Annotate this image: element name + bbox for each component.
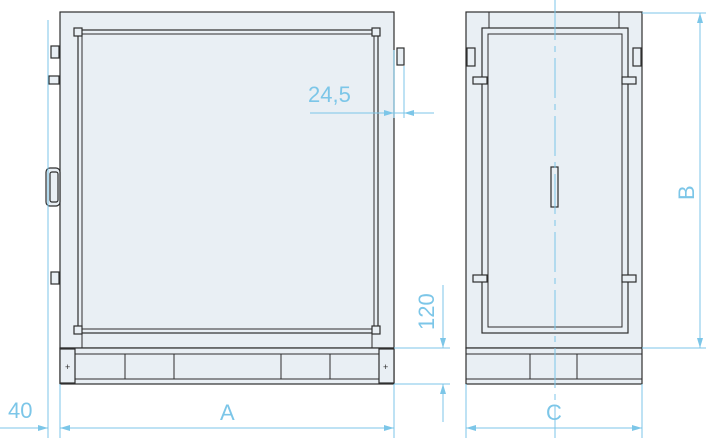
lock-icon (632, 47, 642, 67)
dimensions: 40 A 24,5 120 B C (0, 12, 706, 438)
hinge-icon (472, 76, 488, 85)
hinge-icon (50, 45, 60, 59)
front-door (77, 29, 379, 334)
hinge-icon (472, 274, 488, 283)
corner-block (73, 325, 83, 335)
dim-24-5: 24,5 (308, 82, 351, 107)
side-view (465, 0, 643, 438)
bracket-icon (396, 47, 405, 66)
hinge-icon (621, 274, 637, 283)
hinge-icon (621, 76, 637, 85)
svg-text:+: + (65, 362, 70, 372)
lock-icon (466, 47, 476, 67)
dim-c: C (546, 400, 562, 425)
front-view: ++ (45, 11, 405, 385)
hinge-icon (50, 271, 60, 285)
corner-block (371, 27, 381, 37)
svg-text:+: + (383, 362, 388, 372)
hinge-icon (48, 75, 60, 85)
corner-block (371, 325, 381, 335)
corner-block (73, 27, 83, 37)
dim-120: 120 (414, 293, 439, 330)
dim-40: 40 (8, 398, 32, 423)
dim-b: B (674, 185, 699, 200)
dim-a: A (220, 400, 235, 425)
